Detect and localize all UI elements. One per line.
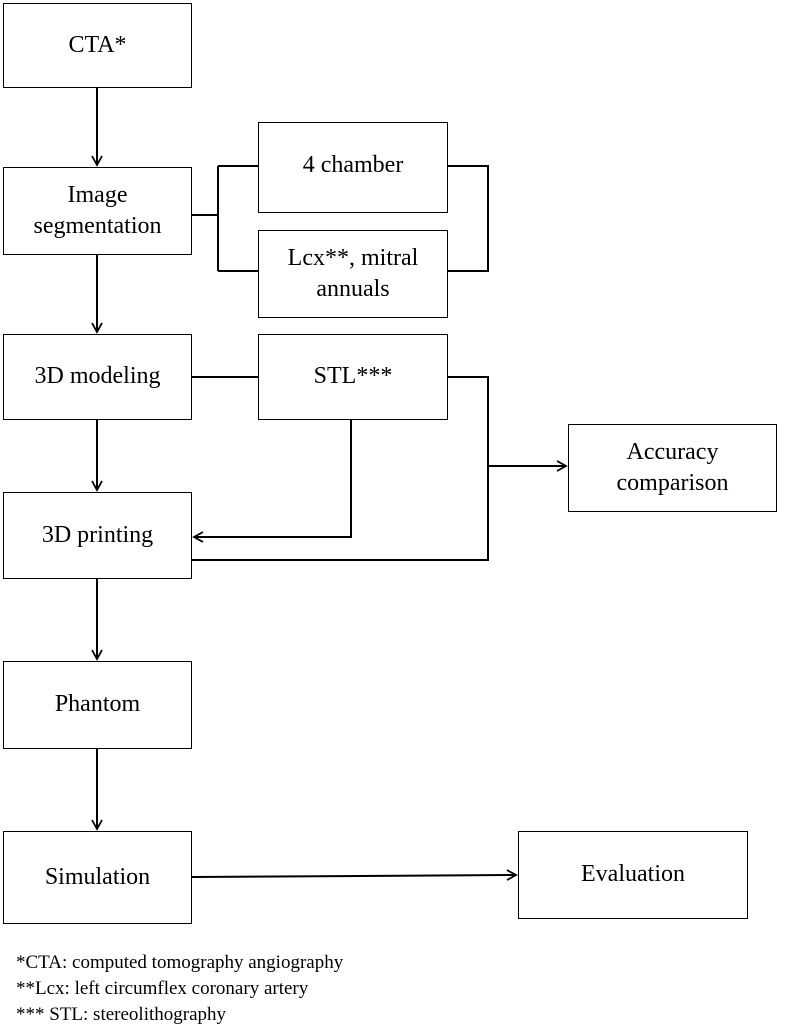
connector-stl-right [192,376,489,561]
node-accuracy-comparison: Accuracy comparison [568,424,777,512]
arrow-simulation-to-evaluation [191,869,518,881]
node-lcx-mitral-annuals: Lcx**, mitral annuals [258,230,448,318]
footnote-stl: *** STL: stereolithography [16,1004,227,1025]
footnotes: *CTA: computed tomography angiography **… [16,950,343,1028]
node-evaluation: Evaluation [518,831,748,919]
node-four-chamber: 4 chamber [258,122,448,213]
connector-segmentation-to-substructures [192,165,258,272]
footnote-lcx: **Lcx: left circumflex coronary artery [16,978,309,999]
node-phantom: Phantom [3,661,192,749]
footnote-cta: *CTA: computed tomography angiography [16,952,344,973]
arrow-stl-to-printing [192,420,352,543]
node-simulation: Simulation [3,831,192,924]
node-image-segmentation: Image segmentation [3,167,192,255]
node-3d-modeling: 3D modeling [3,334,192,420]
node-cta: CTA* [3,3,192,88]
connector-substructures-bracket [448,165,489,272]
node-stl: STL*** [258,334,448,420]
node-3d-printing: 3D printing [3,492,192,579]
